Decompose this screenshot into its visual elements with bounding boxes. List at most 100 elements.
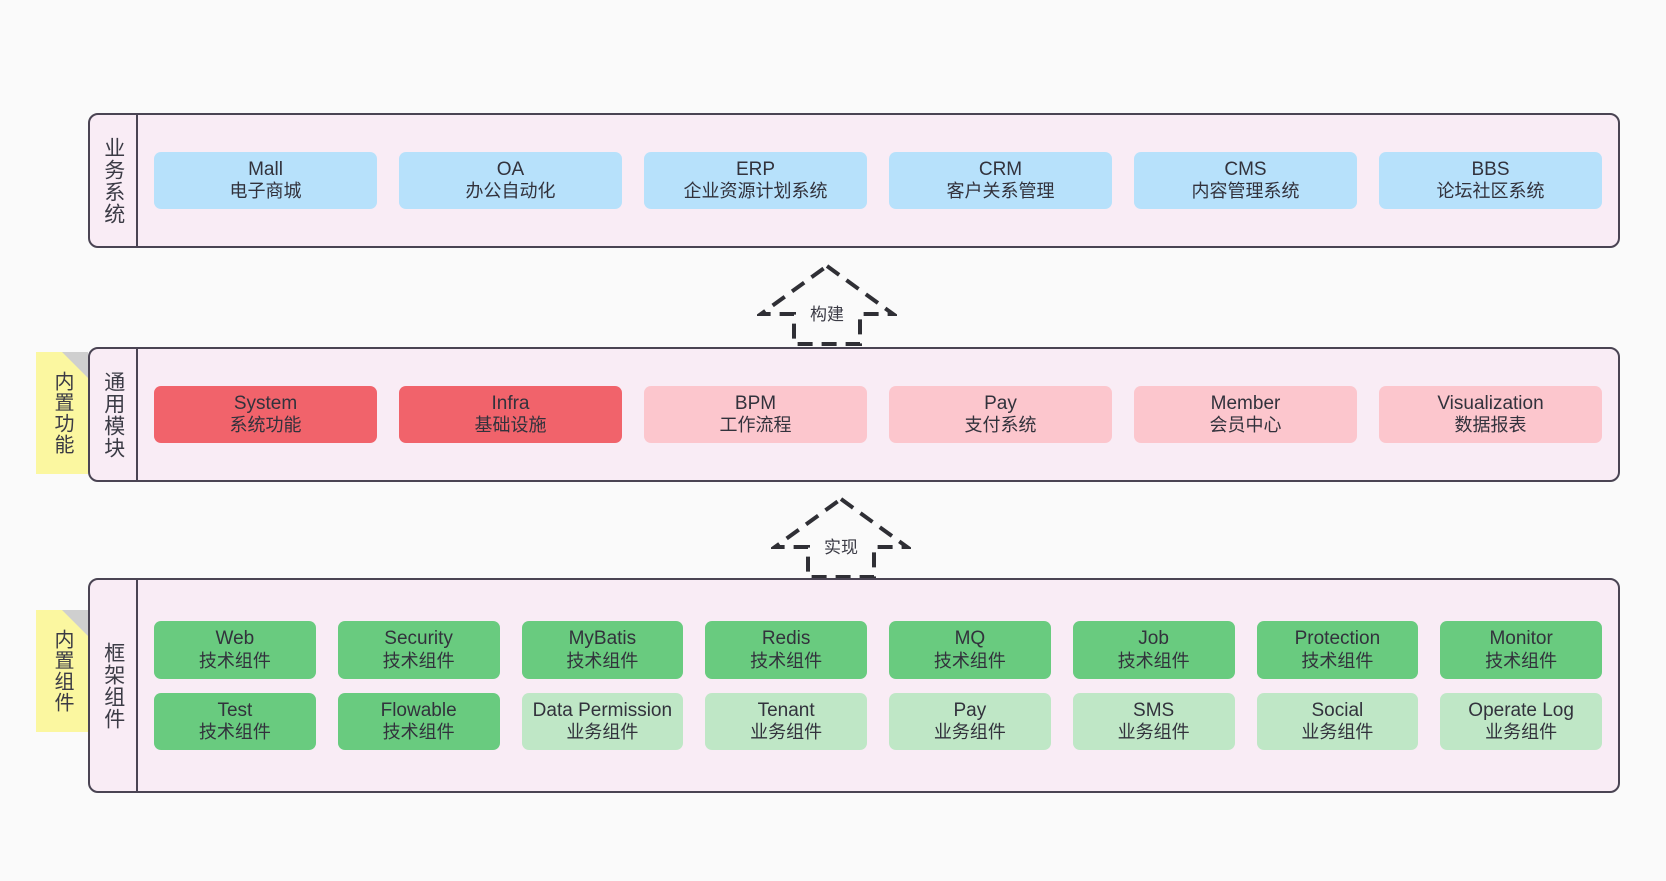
card-cms[interactable]: CMS 内容管理系统 [1134,151,1357,210]
card-erp-title: ERP [735,158,776,180]
card-pay-component-title: Pay [953,699,987,721]
card-infra[interactable]: Infra 基础设施 [399,385,622,444]
card-security[interactable]: Security 技术组件 [337,621,500,679]
card-bpm-title: BPM [734,392,777,414]
card-mybatis-subtitle: 技术组件 [566,650,639,671]
card-security-title: Security [384,628,453,650]
card-protection-subtitle: 技术组件 [1301,650,1374,671]
card-job-subtitle: 技术组件 [1117,650,1190,671]
card-member-subtitle: 会员中心 [1209,415,1282,436]
arrow-build-label: 构建 [807,300,847,325]
card-test-subtitle: 技术组件 [198,721,271,742]
layer-body-common-module: System 系统功能 Infra 基础设施 BPM 工作流程 Pay 支付系统… [138,349,1618,480]
card-visualization-subtitle: 数据报表 [1454,415,1527,436]
card-pay-component[interactable]: Pay 业务组件 [889,692,1051,750]
card-tenant-subtitle: 业务组件 [750,721,823,742]
card-data-permission-title: Data Permission [532,699,673,721]
card-flowable-title: Flowable [380,699,457,721]
card-visualization-title: Visualization [1437,392,1544,414]
card-bpm-subtitle: 工作流程 [719,415,792,436]
card-bbs-title: BBS [1471,158,1510,180]
tab-builtin-features-label: 内置功能 [51,371,73,455]
tab-builtin-components: 内置组件 [36,610,88,732]
row-common-modules: System 系统功能 Infra 基础设施 BPM 工作流程 Pay 支付系统… [154,385,1602,444]
card-flowable[interactable]: Flowable 技术组件 [337,692,500,750]
card-crm-subtitle: 客户关系管理 [946,181,1055,202]
card-cms-title: CMS [1224,158,1267,180]
card-operate-log-subtitle: 业务组件 [1485,721,1558,742]
card-oa-subtitle: 办公自动化 [465,181,556,202]
card-redis[interactable]: Redis 技术组件 [705,621,867,679]
card-member-title: Member [1210,392,1281,414]
layer-label-framework-component: 框架组件 [90,580,138,791]
arrow-implement-label: 实现 [821,533,861,558]
card-oa[interactable]: OA 办公自动化 [399,151,622,210]
card-erp[interactable]: ERP 企业资源计划系统 [644,151,867,210]
card-infra-title: Infra [491,392,530,414]
arrow-implement: 实现 [768,495,914,579]
card-protection[interactable]: Protection 技术组件 [1256,621,1419,679]
card-social-title: Social [1311,699,1364,721]
card-test-title: Test [217,699,253,721]
card-flowable-subtitle: 技术组件 [382,721,455,742]
tab-builtin-features: 内置功能 [36,352,88,474]
card-monitor[interactable]: Monitor 技术组件 [1440,621,1602,679]
card-operate-log-title: Operate Log [1468,699,1574,721]
card-mall[interactable]: Mall 电子商城 [154,151,377,210]
card-pay-component-subtitle: 业务组件 [933,721,1006,742]
layer-business-system: 业务系统 Mall 电子商城 OA 办公自动化 ERP 企业资源计划系统 CRM… [88,113,1620,248]
row-business-components: Test 技术组件 Flowable 技术组件 Data Permission … [154,692,1602,750]
card-mybatis-title: MyBatis [568,628,637,650]
layer-common-module: 通用模块 System 系统功能 Infra 基础设施 BPM 工作流程 Pay… [88,347,1620,482]
card-bbs[interactable]: BBS 论坛社区系统 [1379,151,1602,210]
card-mall-title: Mall [248,158,283,180]
card-web-subtitle: 技术组件 [198,650,271,671]
card-tenant-title: Tenant [757,699,815,721]
row-tech-components: Web 技术组件 Security 技术组件 MyBatis 技术组件 Redi… [154,621,1602,679]
card-oa-title: OA [496,158,525,180]
card-cms-subtitle: 内容管理系统 [1191,181,1300,202]
layer-framework-component: 框架组件 Web 技术组件 Security 技术组件 MyBatis 技术组件… [88,578,1620,793]
card-erp-subtitle: 企业资源计划系统 [683,181,828,202]
card-crm[interactable]: CRM 客户关系管理 [889,151,1112,210]
card-visualization[interactable]: Visualization 数据报表 [1379,385,1602,444]
card-monitor-subtitle: 技术组件 [1485,650,1558,671]
card-mybatis[interactable]: MyBatis 技术组件 [521,621,684,679]
card-mq[interactable]: MQ 技术组件 [889,621,1051,679]
card-security-subtitle: 技术组件 [382,650,455,671]
row-business-systems: Mall 电子商城 OA 办公自动化 ERP 企业资源计划系统 CRM 客户关系… [154,151,1602,210]
layer-label-business-system: 业务系统 [90,115,138,246]
arrow-build-icon [754,263,900,346]
layer-label-common-module: 通用模块 [90,349,138,480]
card-sms-subtitle: 业务组件 [1117,721,1190,742]
card-bpm[interactable]: BPM 工作流程 [644,385,867,444]
tab-builtin-components-label: 内置组件 [51,629,73,713]
card-mall-subtitle: 电子商城 [229,181,302,202]
card-mq-subtitle: 技术组件 [933,650,1006,671]
card-system-subtitle: 系统功能 [229,415,302,436]
card-redis-subtitle: 技术组件 [750,650,823,671]
card-member[interactable]: Member 会员中心 [1134,385,1357,444]
card-operate-log[interactable]: Operate Log 业务组件 [1440,692,1602,750]
card-pay-module-subtitle: 支付系统 [964,415,1037,436]
card-bbs-subtitle: 论坛社区系统 [1436,181,1545,202]
card-tenant[interactable]: Tenant 业务组件 [705,692,867,750]
card-web-title: Web [215,628,255,650]
card-crm-title: CRM [978,158,1023,180]
card-data-permission-subtitle: 业务组件 [566,721,639,742]
layer-body-business-system: Mall 电子商城 OA 办公自动化 ERP 企业资源计划系统 CRM 客户关系… [138,115,1618,246]
card-infra-subtitle: 基础设施 [474,415,547,436]
card-system[interactable]: System 系统功能 [154,385,377,444]
card-web[interactable]: Web 技术组件 [154,621,316,679]
card-mq-title: MQ [954,628,986,650]
card-social[interactable]: Social 业务组件 [1256,692,1419,750]
card-pay-module[interactable]: Pay 支付系统 [889,385,1112,444]
card-system-title: System [233,392,298,414]
card-test[interactable]: Test 技术组件 [154,692,316,750]
layer-body-framework-component: Web 技术组件 Security 技术组件 MyBatis 技术组件 Redi… [138,580,1618,791]
card-sms[interactable]: SMS 业务组件 [1072,692,1235,750]
card-redis-title: Redis [761,628,811,650]
card-job[interactable]: Job 技术组件 [1072,621,1235,679]
card-data-permission[interactable]: Data Permission 业务组件 [521,692,684,750]
card-pay-module-title: Pay [984,392,1017,414]
